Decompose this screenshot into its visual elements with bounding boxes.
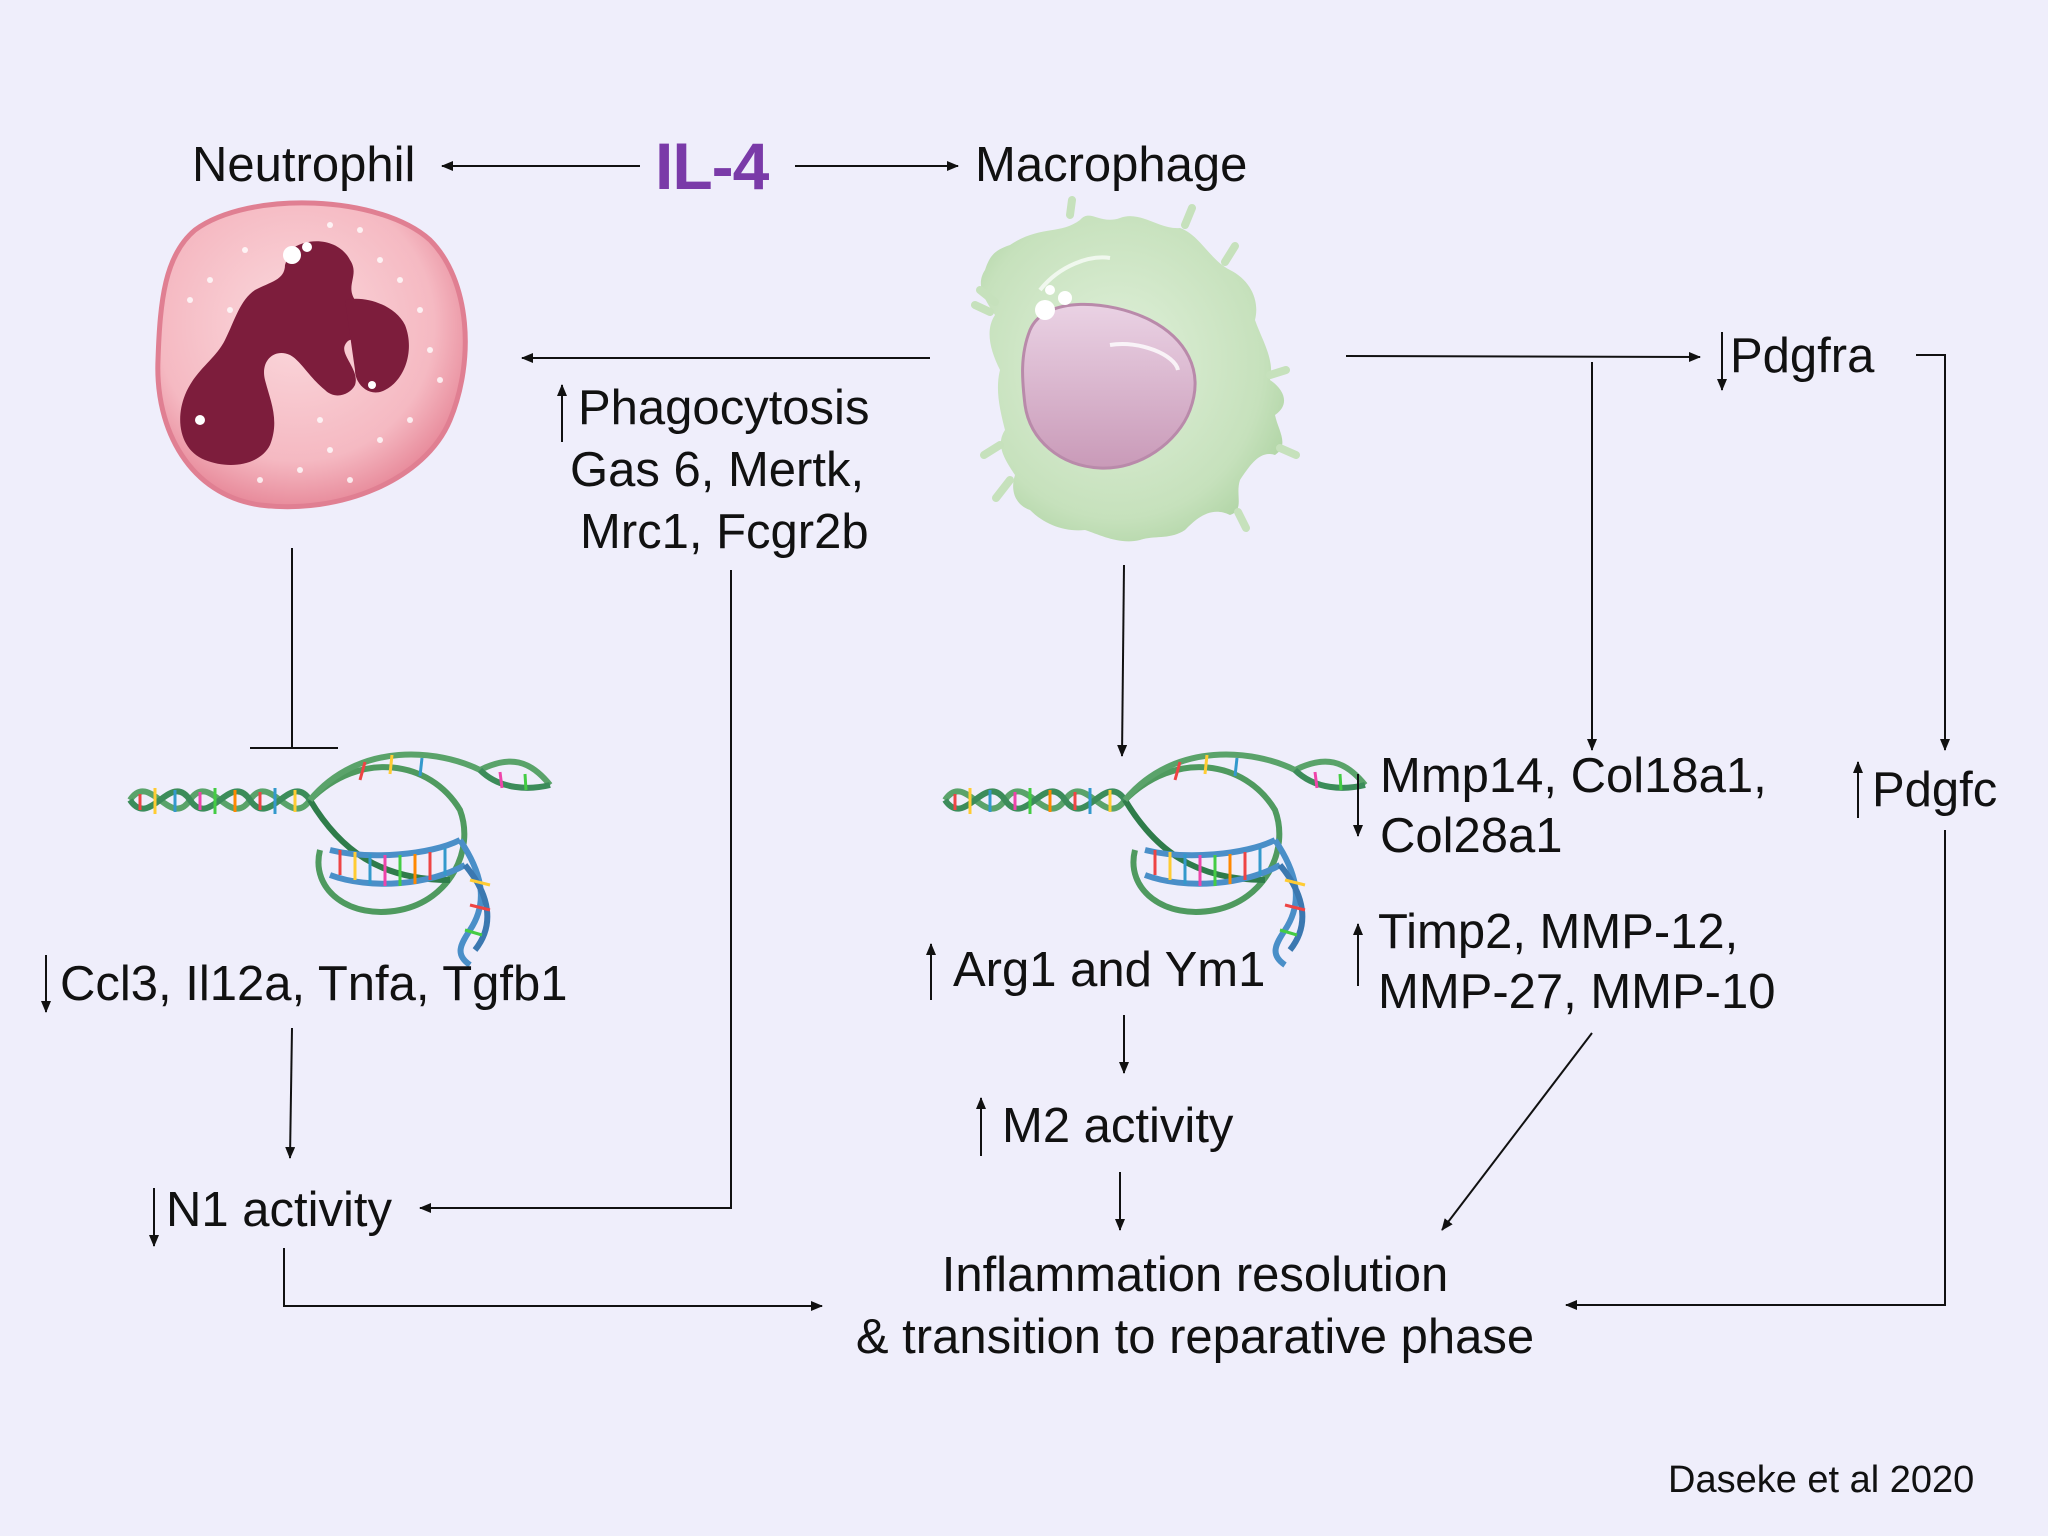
arrow-pdgfra-to-pdgfc	[1916, 354, 1950, 751]
arrow-phagocytosis-to-n1	[419, 570, 732, 1213]
neutrophil-label: Neutrophil	[192, 138, 416, 192]
arg1-ym1-label: Arg1 and Ym1	[953, 943, 1266, 997]
dna-helix-icon-right	[945, 755, 1365, 965]
arrow-timp-to-outcome	[1441, 1032, 1593, 1231]
macrophage-cell-icon	[971, 196, 1300, 542]
il4-label: IL-4	[655, 129, 769, 203]
mmp14-label-line1: Mmp14, Col18a1,	[1380, 749, 1767, 803]
phagocytosis-label: Phagocytosis	[578, 381, 870, 435]
mmp14-label-line2: Col28a1	[1380, 809, 1563, 863]
pdgfra-label: Pdgfra	[1730, 329, 1875, 383]
phagocytosis-genes-line1: Gas 6, Mertk,	[570, 443, 865, 497]
arrow-genes-to-n1	[285, 1027, 296, 1159]
arrow-macrophage-to-pdgfra	[1345, 351, 1701, 362]
neutrophil-cell-icon	[155, 200, 468, 510]
outcome-line1: Inflammation resolution	[941, 1248, 1449, 1302]
dna-helix-icon-left	[130, 755, 550, 965]
macrophage-label: Macrophage	[975, 138, 1248, 192]
neutrophil-genes-label: Ccl3, Il12a, Tnfa, Tgfb1	[60, 957, 568, 1011]
connectors	[41, 161, 1950, 1311]
outcome-line2: & transition to reparative phase	[855, 1310, 1535, 1364]
arrow-n1-to-outcome	[283, 1248, 823, 1311]
citation: Daseke et al 2020	[1668, 1459, 1975, 1501]
m2-activity-label: M2 activity	[1002, 1099, 1234, 1153]
n1-activity-label: N1 activity	[166, 1183, 393, 1237]
timp2-label-line1: Timp2, MMP-12,	[1378, 905, 1739, 959]
arrow-macrophage-to-dna	[1117, 564, 1128, 757]
timp2-label-line2: MMP-27, MMP-10	[1378, 965, 1776, 1019]
arrow-pdgfc-to-outcome	[1565, 830, 1946, 1310]
phagocytosis-genes-line2: Mrc1, Fcgr2b	[580, 505, 869, 559]
pdgfc-label: Pdgfc	[1872, 763, 1998, 817]
